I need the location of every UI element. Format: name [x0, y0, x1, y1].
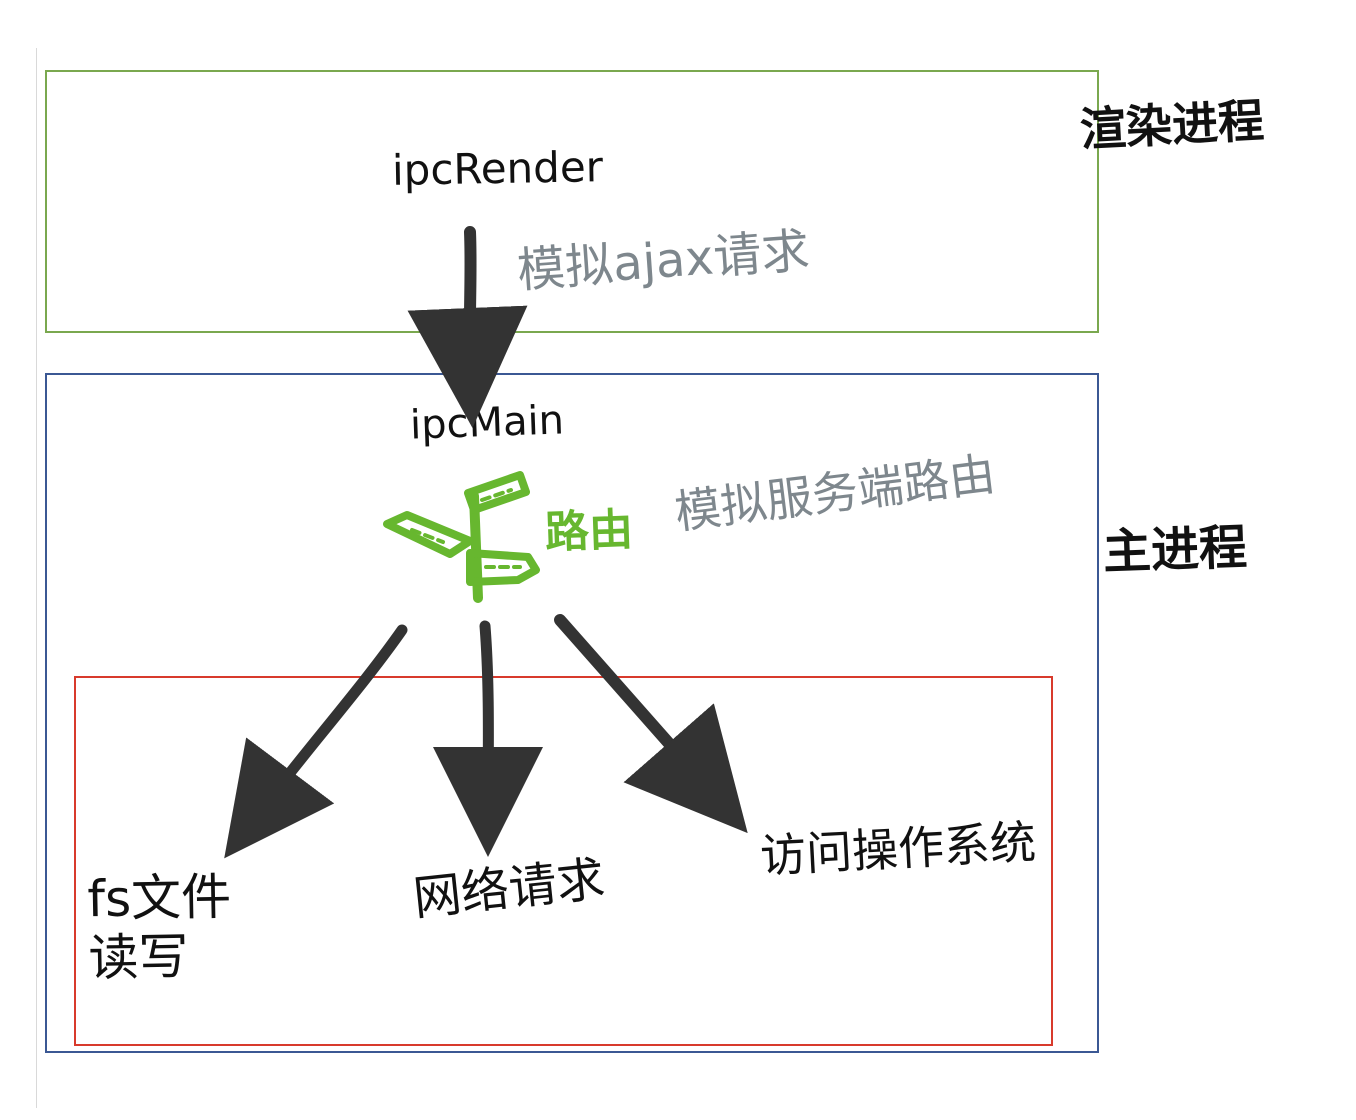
- left-edge-rule: [36, 48, 37, 1108]
- fs-label-line-1: fs文件: [86, 867, 232, 929]
- main-process-box: [45, 373, 1099, 1053]
- fs-label-line-2: 读写: [88, 927, 190, 988]
- ipc-render-node: ipcRender: [391, 142, 604, 195]
- renderer-process-box: [45, 70, 1099, 333]
- router-label: 路由: [544, 504, 634, 559]
- renderer-process-label: 渲染进程: [1078, 93, 1266, 157]
- ipc-main-node: ipcMain: [409, 397, 565, 449]
- fs-read-write-label: fs文件 读写: [87, 868, 233, 988]
- main-process-label: 主进程: [1102, 519, 1248, 581]
- system-access-label: 访问操作系统: [758, 814, 1038, 884]
